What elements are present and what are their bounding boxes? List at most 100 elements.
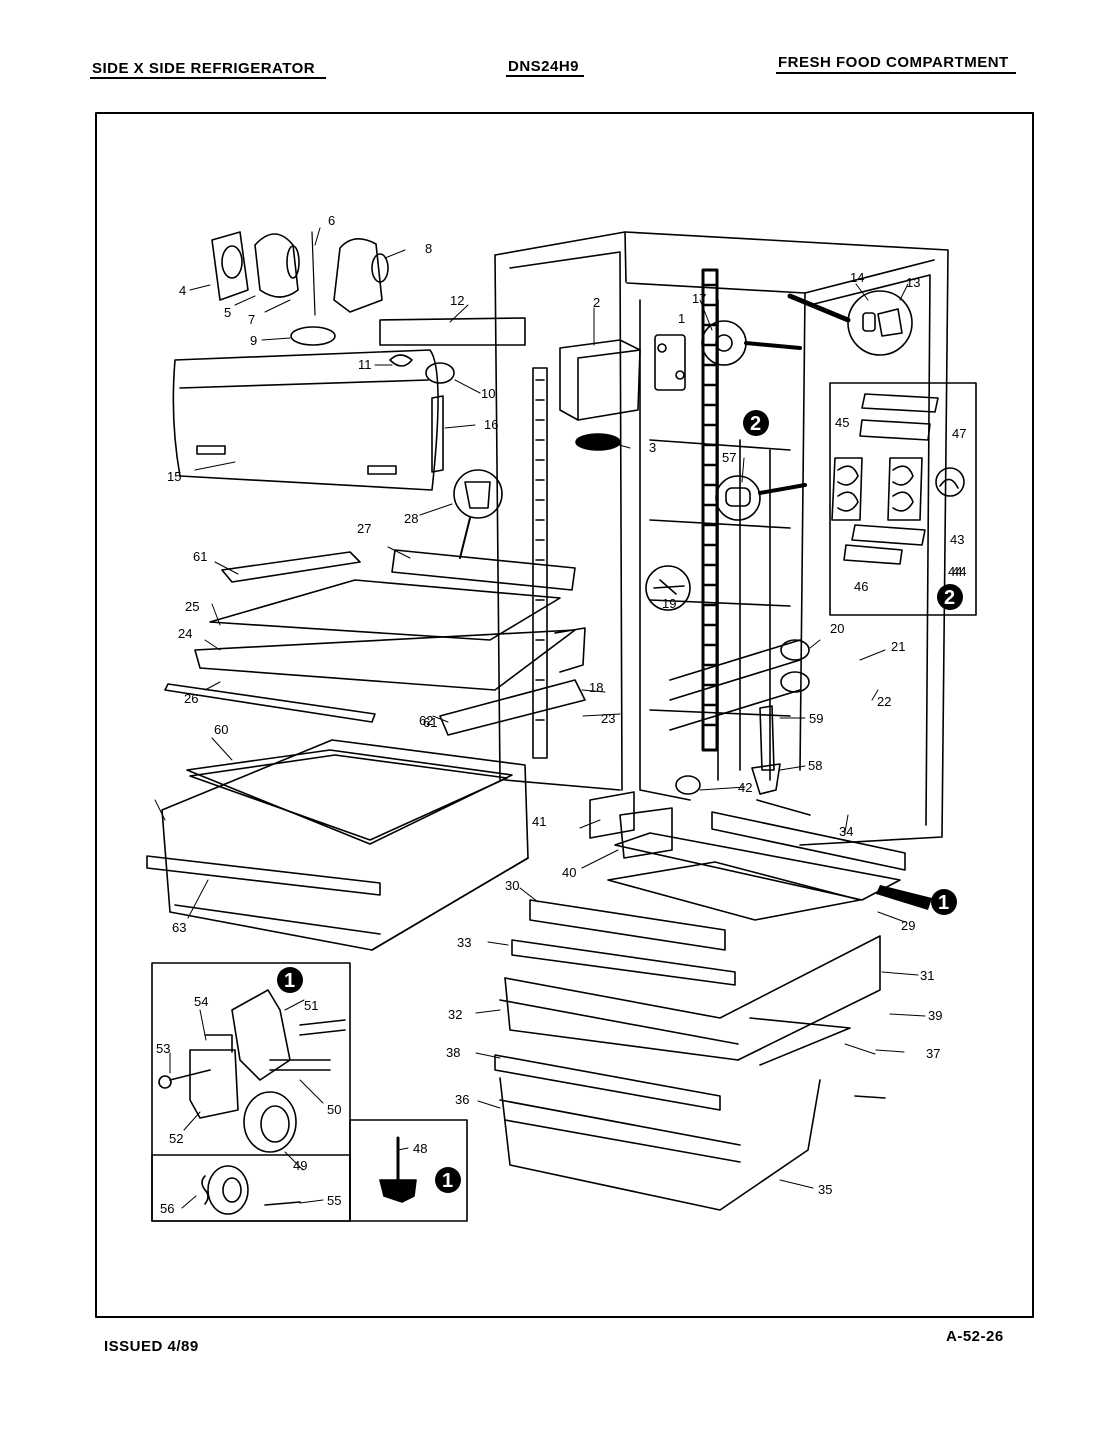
callout-44-lower: 44 xyxy=(952,564,966,579)
callout-47: 47 xyxy=(952,426,966,441)
marker-1-leveler-label: 1 xyxy=(442,1170,453,1192)
callout-17: 17 xyxy=(692,291,706,306)
crisper-pan-upper xyxy=(146,739,529,951)
callout-56: 56 xyxy=(160,1201,174,1216)
callout-7: 7 xyxy=(248,312,255,327)
detail-box-2 xyxy=(829,382,977,616)
callout-21: 21 xyxy=(891,639,905,654)
callout-34: 34 xyxy=(839,824,853,839)
callout-61: 61 xyxy=(193,549,207,564)
callout-9: 9 xyxy=(250,333,257,348)
callout-43: 43 xyxy=(950,532,964,547)
callout-13: 13 xyxy=(906,275,920,290)
light-socket-assembly xyxy=(669,639,810,731)
callout-42: 42 xyxy=(738,780,752,795)
header-rule-left xyxy=(90,77,326,79)
callout-54: 54 xyxy=(194,994,208,1009)
callout-57: 57 xyxy=(722,450,736,465)
detail-box-1 xyxy=(151,962,468,1222)
leader-lines xyxy=(154,227,926,1209)
callout-26: 26 xyxy=(184,691,198,706)
marker-2-upper xyxy=(743,410,769,436)
callout-61-lower: 61 xyxy=(423,715,437,730)
crisper-pan-lower xyxy=(494,811,906,1211)
callout-18: 18 xyxy=(589,680,603,695)
callout-2: 2 xyxy=(593,295,600,310)
callout-11: 11 xyxy=(358,357,372,372)
marker-2-box-label: 2 xyxy=(944,587,955,609)
callout-37: 37 xyxy=(926,1046,940,1061)
callout-1: 1 xyxy=(678,311,685,326)
callout-44: 44 xyxy=(948,564,962,579)
callout-35: 35 xyxy=(818,1182,832,1197)
misc-small-parts xyxy=(589,705,811,859)
callout-32: 32 xyxy=(448,1007,462,1022)
callout-41: 41 xyxy=(532,814,546,829)
callout-46: 46 xyxy=(854,579,868,594)
marker-1-crisper xyxy=(931,889,957,915)
marker-1-detail-label: 1 xyxy=(284,970,295,992)
callout-30: 30 xyxy=(505,878,519,893)
callout-15: 15 xyxy=(167,469,181,484)
marker-2-box xyxy=(937,584,963,610)
callout-45: 45 xyxy=(835,415,849,430)
callout-23: 23 xyxy=(601,711,615,726)
callout-62: 62 xyxy=(419,713,433,728)
callout-14: 14 xyxy=(850,270,864,285)
callout-48: 48 xyxy=(413,1141,427,1156)
shelf-ladder-center xyxy=(701,268,719,752)
marker-2-upper-label: 2 xyxy=(750,413,761,435)
detail-markers xyxy=(277,410,963,1193)
callout-12: 12 xyxy=(450,293,464,308)
callout-28: 28 xyxy=(404,511,418,526)
callout-19: 19 xyxy=(662,596,676,611)
section-title: FRESH FOOD COMPARTMENT xyxy=(778,54,1009,71)
thermostat xyxy=(654,334,686,391)
model-number: DNS24H9 xyxy=(508,58,580,75)
page-code: A-52-26 xyxy=(946,1328,1004,1345)
callout-numbers: 1234567891011121314151617181920212223242… xyxy=(156,213,966,1216)
callout-50: 50 xyxy=(327,1102,341,1117)
callout-58: 58 xyxy=(808,758,822,773)
upper-shelf-assembly xyxy=(164,549,586,736)
cabinet-liner xyxy=(494,231,949,846)
callout-25: 25 xyxy=(185,599,199,614)
detail-bubble-57 xyxy=(715,475,761,521)
callout-10: 10 xyxy=(481,386,495,401)
header-rule-center xyxy=(506,75,584,77)
callout-60: 60 xyxy=(214,722,228,737)
callout-40: 40 xyxy=(562,865,576,880)
callout-22: 22 xyxy=(877,694,891,709)
callout-8: 8 xyxy=(425,241,432,256)
issue-date: ISSUED 4/89 xyxy=(104,1338,199,1355)
callout-33: 33 xyxy=(457,935,471,950)
callout-6: 6 xyxy=(328,213,335,228)
callout-3: 3 xyxy=(649,440,656,455)
shelf-ladder-left xyxy=(532,367,548,759)
control-housing xyxy=(559,339,641,451)
callout-49: 49 xyxy=(293,1158,307,1173)
callout-36: 36 xyxy=(455,1092,469,1107)
marker-1-leveler xyxy=(435,1167,461,1193)
diagram-frame xyxy=(95,112,1034,1318)
callout-52: 52 xyxy=(169,1131,183,1146)
lamp-housing-parts xyxy=(211,231,526,384)
callout-38: 38 xyxy=(446,1045,460,1060)
callout-53: 53 xyxy=(156,1041,170,1056)
light-shield xyxy=(172,349,444,491)
marker-1-detail xyxy=(277,967,303,993)
callout-59: 59 xyxy=(809,711,823,726)
callout-16: 16 xyxy=(484,417,498,432)
callout-51: 51 xyxy=(304,998,318,1013)
callout-29: 29 xyxy=(901,918,915,933)
callout-31: 31 xyxy=(920,968,934,983)
callout-5: 5 xyxy=(224,305,231,320)
callout-27: 27 xyxy=(357,521,371,536)
callout-20: 20 xyxy=(830,621,844,636)
callout-55: 55 xyxy=(327,1193,341,1208)
header-rule-right xyxy=(776,72,1016,74)
callout-63: 63 xyxy=(172,920,186,935)
callout-39: 39 xyxy=(928,1008,942,1023)
callout-4: 4 xyxy=(179,283,186,298)
